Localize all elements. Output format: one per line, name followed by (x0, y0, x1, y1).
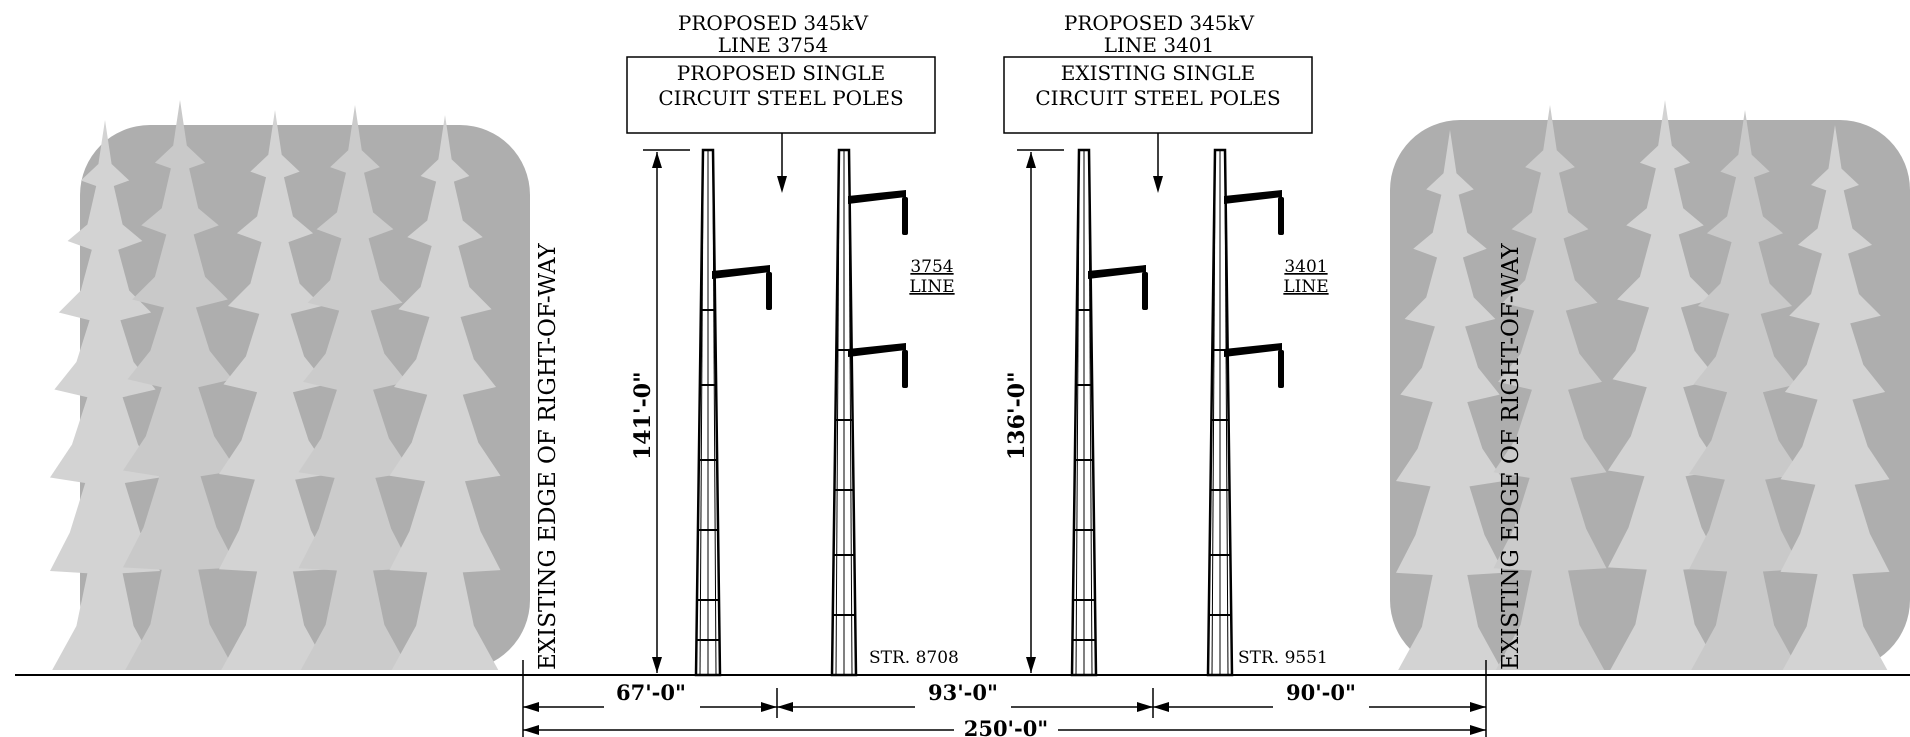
line-3401-title-line1: PROPOSED 345kV (1064, 11, 1255, 35)
steel-pole-8708a (694, 148, 772, 677)
line-3401-label-number: 3401 (1284, 257, 1327, 277)
insulator-9551b-upper (1278, 197, 1284, 235)
line-3754-callout-arrowhead (777, 176, 787, 193)
dim-label-250ft: 250'-0" (964, 716, 1049, 737)
line-3754-label-number: 3754 (910, 257, 953, 277)
line-3401-box-line2: CIRCUIT STEEL POLES (1035, 86, 1280, 110)
line-3401-box-line1: EXISTING SINGLE (1061, 61, 1255, 85)
line-3754-box-line1: PROPOSED SINGLE (677, 61, 885, 85)
insulator-8708a (766, 272, 772, 310)
insulator-9551a (1142, 272, 1148, 310)
dim-label-93ft: 93'-0" (928, 680, 998, 705)
structure-label-8708: STR. 8708 (869, 648, 959, 668)
insulator-9551b-lower (1278, 350, 1284, 388)
line-3401-label-word: LINE (1283, 277, 1328, 297)
pole-9551a-height-label: 136'-0" (1004, 371, 1030, 460)
line-3401-callout-arrowhead (1153, 176, 1163, 193)
line-3401-group: PROPOSED 345kV LINE 3401 EXISTING SINGLE… (1002, 11, 1329, 677)
horizontal-dimensions: 67'-0" 93'-0" 90'-0" 250'-0" (523, 680, 1486, 737)
line-3754-callout-box (626, 56, 936, 134)
insulator-8708b-lower (902, 350, 908, 388)
row-edge-label-left: EXISTING EDGE OF RIGHT-OF-WAY (535, 242, 561, 670)
line-3754-label-word: LINE (909, 277, 954, 297)
structure-label-9551: STR. 9551 (1238, 648, 1328, 668)
pole-9551a-height-arrow-top (1026, 152, 1036, 168)
line-3401-title-line2: LINE 3401 (1104, 33, 1215, 57)
insulator-8708b-upper (902, 197, 908, 235)
dim-label-90ft: 90'-0" (1286, 680, 1356, 705)
tree-stand-right (1390, 100, 1910, 670)
line-3754-group: PROPOSED 345kV LINE 3754 PROPOSED SINGLE… (626, 11, 959, 677)
steel-pole-8708b (830, 148, 908, 677)
row-edge-label-right: EXISTING EDGE OF RIGHT-OF-WAY (1498, 242, 1524, 670)
steel-pole-9551b (1206, 148, 1284, 677)
line-3754-title-line2: LINE 3754 (718, 33, 829, 57)
pole-8708a-height-arrow-bottom (652, 657, 662, 673)
pole-8708a-height-label: 141'-0" (630, 371, 656, 460)
steel-pole-9551a (1070, 148, 1148, 677)
pole-9551a-height-arrow-bottom (1026, 657, 1036, 673)
line-3754-box-line2: CIRCUIT STEEL POLES (658, 86, 903, 110)
dim-label-67ft: 67'-0" (616, 680, 686, 705)
tree-stand-left (50, 100, 530, 670)
line-3754-title-line1: PROPOSED 345kV (678, 11, 869, 35)
pole-8708a-height-arrow-top (652, 152, 662, 168)
